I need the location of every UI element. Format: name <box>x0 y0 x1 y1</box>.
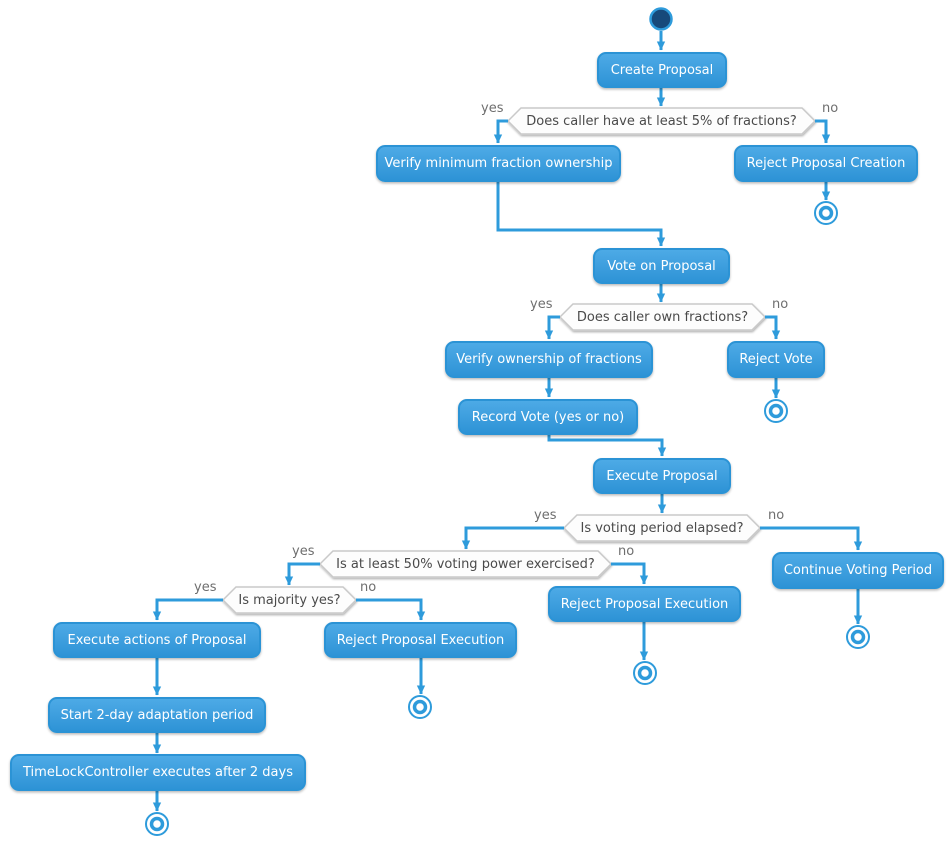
end-node <box>814 201 838 225</box>
node-start-adaptation-period: Start 2-day adaptation period <box>48 697 266 733</box>
node-continue-voting-period: Continue Voting Period <box>772 552 944 589</box>
end-node <box>846 625 870 649</box>
decision-shape-d4 <box>318 550 613 578</box>
end-node <box>633 661 657 685</box>
decision-shape-d2 <box>558 303 767 331</box>
node-vote-on-proposal: Vote on Proposal <box>593 248 730 284</box>
edge-label-yes: yes <box>194 580 217 595</box>
end-node <box>764 399 788 423</box>
edge-label-yes: yes <box>292 544 315 559</box>
end-nodes <box>145 201 870 836</box>
node-execute-actions-of-proposal: Execute actions of Proposal <box>53 622 261 658</box>
edge-label-yes: yes <box>530 297 553 312</box>
node-execute-proposal: Execute Proposal <box>593 458 731 494</box>
edge-label-no: no <box>768 508 785 523</box>
decision-shape-d5 <box>221 586 358 614</box>
node-verify-ownership-of-fractions: Verify ownership of fractions <box>445 341 653 378</box>
edge-label-yes: yes <box>534 508 557 523</box>
edge-label-no: no <box>618 544 635 559</box>
node-record-vote: Record Vote (yes or no) <box>458 399 638 435</box>
edge-label-no: no <box>360 580 377 595</box>
node-reject-proposal-creation: Reject Proposal Creation <box>734 145 918 182</box>
node-reject-proposal-execution-mid: Reject Proposal Execution <box>548 586 741 622</box>
edges <box>152 31 863 812</box>
node-reject-proposal-execution-bottom: Reject Proposal Execution <box>324 622 517 658</box>
node-verify-minimum-fraction-ownership: Verify minimum fraction ownership <box>376 145 621 182</box>
edge-label-no: no <box>822 101 839 116</box>
edge-label-no: no <box>772 297 789 312</box>
node-create-proposal: Create Proposal <box>597 52 727 88</box>
end-node <box>145 812 169 836</box>
node-reject-vote: Reject Vote <box>727 341 825 378</box>
end-node <box>408 695 432 719</box>
decision-shapes <box>221 107 817 614</box>
decision-shape-d1 <box>506 107 817 135</box>
edge-label-yes: yes <box>481 101 504 116</box>
node-timelock-executes: TimeLockController executes after 2 days <box>10 754 306 791</box>
decision-shape-d3 <box>562 514 762 542</box>
start-node <box>649 7 673 31</box>
